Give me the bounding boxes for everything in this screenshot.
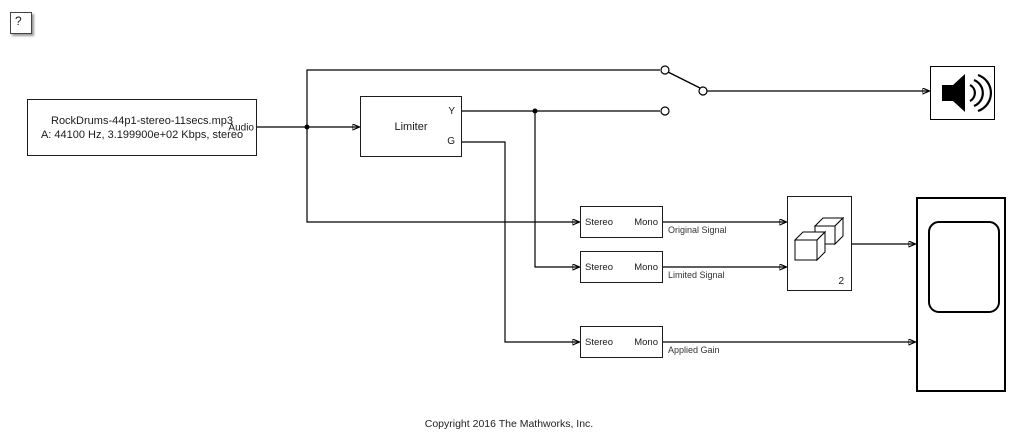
source-file-name: RockDrums-44p1-stereo-11secs.mp3 <box>51 114 233 127</box>
stereo-label: Stereo <box>585 216 613 228</box>
wire-branch-to-limited-s2m[interactable] <box>534 111 579 267</box>
stereo-label: Stereo <box>585 261 613 273</box>
audio-output-port-label: Audio <box>228 122 254 133</box>
from-multimedia-file-block[interactable]: RockDrums-44p1-stereo-11secs.mp3 A: 4410… <box>27 99 257 156</box>
audio-device-writer-block[interactable] <box>930 66 995 120</box>
signal-name-limited: Limited Signal <box>668 270 725 280</box>
switch-input-top-terminal[interactable] <box>660 65 670 75</box>
stereo-to-mono-block-original[interactable]: Stereo Mono <box>580 206 663 238</box>
stereo-to-mono-block-limited[interactable]: Stereo Mono <box>580 251 663 283</box>
copyright-annotation: Copyright 2016 The Mathworks, Inc. <box>424 418 594 430</box>
mono-label: Mono <box>634 261 658 273</box>
source-file-info: RockDrums-44p1-stereo-11secs.mp3 A: 4410… <box>28 114 256 142</box>
wire-branch-to-switch-top[interactable] <box>306 69 660 127</box>
scope-block[interactable] <box>916 197 1006 392</box>
switch-lever[interactable] <box>667 71 701 89</box>
wire-limiter-g-to-gain-s2m[interactable] <box>462 141 579 342</box>
matrix-concatenate-block[interactable]: 2 <box>787 196 852 291</box>
help-block[interactable]: ? <box>10 12 32 34</box>
stereo-label: Stereo <box>585 336 613 348</box>
concatenate-icon <box>793 216 845 262</box>
switch-input-bottom-terminal[interactable] <box>660 106 670 116</box>
signal-name-original: Original Signal <box>668 225 727 235</box>
help-label: ? <box>15 14 22 28</box>
speaker-icon <box>941 73 992 113</box>
limiter-block[interactable]: Limiter Y G <box>360 96 462 157</box>
signal-name-gain: Applied Gain <box>668 345 720 355</box>
switch-output-terminal[interactable] <box>698 86 708 96</box>
mono-label: Mono <box>634 336 658 348</box>
source-file-format: A: 44100 Hz, 3.199900e+02 Kbps, stereo <box>40 128 244 141</box>
junction-dot <box>532 108 538 114</box>
manual-switch[interactable] <box>660 65 708 116</box>
concat-input-count: 2 <box>838 276 844 287</box>
scope-screen <box>928 221 1000 313</box>
junction-dot <box>304 124 310 130</box>
port-g-label: G <box>447 136 455 147</box>
limiter-label: Limiter <box>394 120 428 133</box>
stereo-to-mono-block-gain[interactable]: Stereo Mono <box>580 326 663 358</box>
port-y-label: Y <box>448 106 455 117</box>
wire-branch-to-original-s2m[interactable] <box>306 127 579 222</box>
mono-label: Mono <box>634 216 658 228</box>
